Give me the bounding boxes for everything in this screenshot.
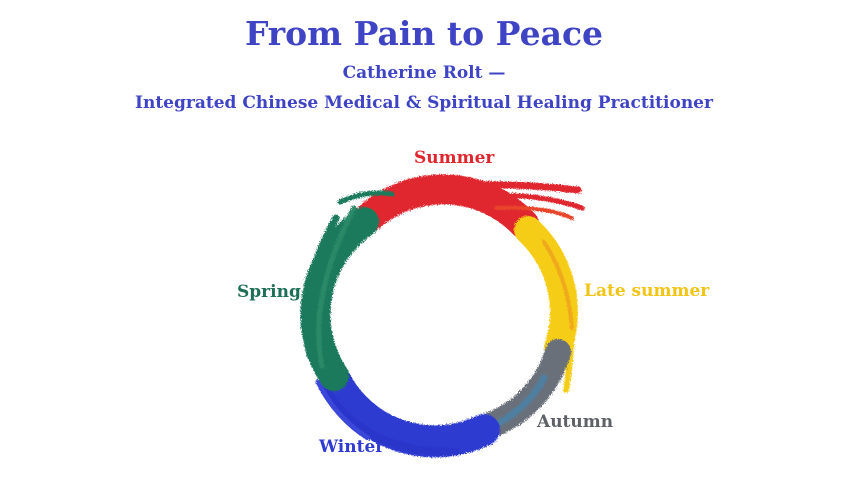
page-title: From Pain to Peace	[244, 14, 604, 53]
summer-streak	[494, 205, 574, 220]
spring-streak	[302, 214, 340, 360]
author-name: Catherine Rolt —	[342, 63, 506, 83]
label-late-summer: Late summer	[584, 281, 710, 301]
winter-streak	[315, 379, 371, 441]
label-summer: Summer	[414, 148, 495, 168]
winter-streak	[322, 386, 460, 457]
label-autumn: Autumn	[537, 412, 614, 432]
spring-arc	[300, 207, 379, 391]
summer-streak	[473, 192, 585, 211]
late-summer-arc	[514, 216, 578, 362]
winter-arc	[320, 366, 500, 458]
seasons-wheel	[300, 174, 585, 458]
summer-streak	[442, 181, 582, 194]
label-winter: Winter	[319, 437, 385, 457]
label-spring: Spring	[237, 282, 301, 302]
practitioner-role: Integrated Chinese Medical & Spiritual H…	[135, 93, 713, 113]
late-summer-streak	[542, 240, 574, 330]
spring-streak	[337, 190, 395, 205]
spring-streak	[316, 205, 357, 369]
